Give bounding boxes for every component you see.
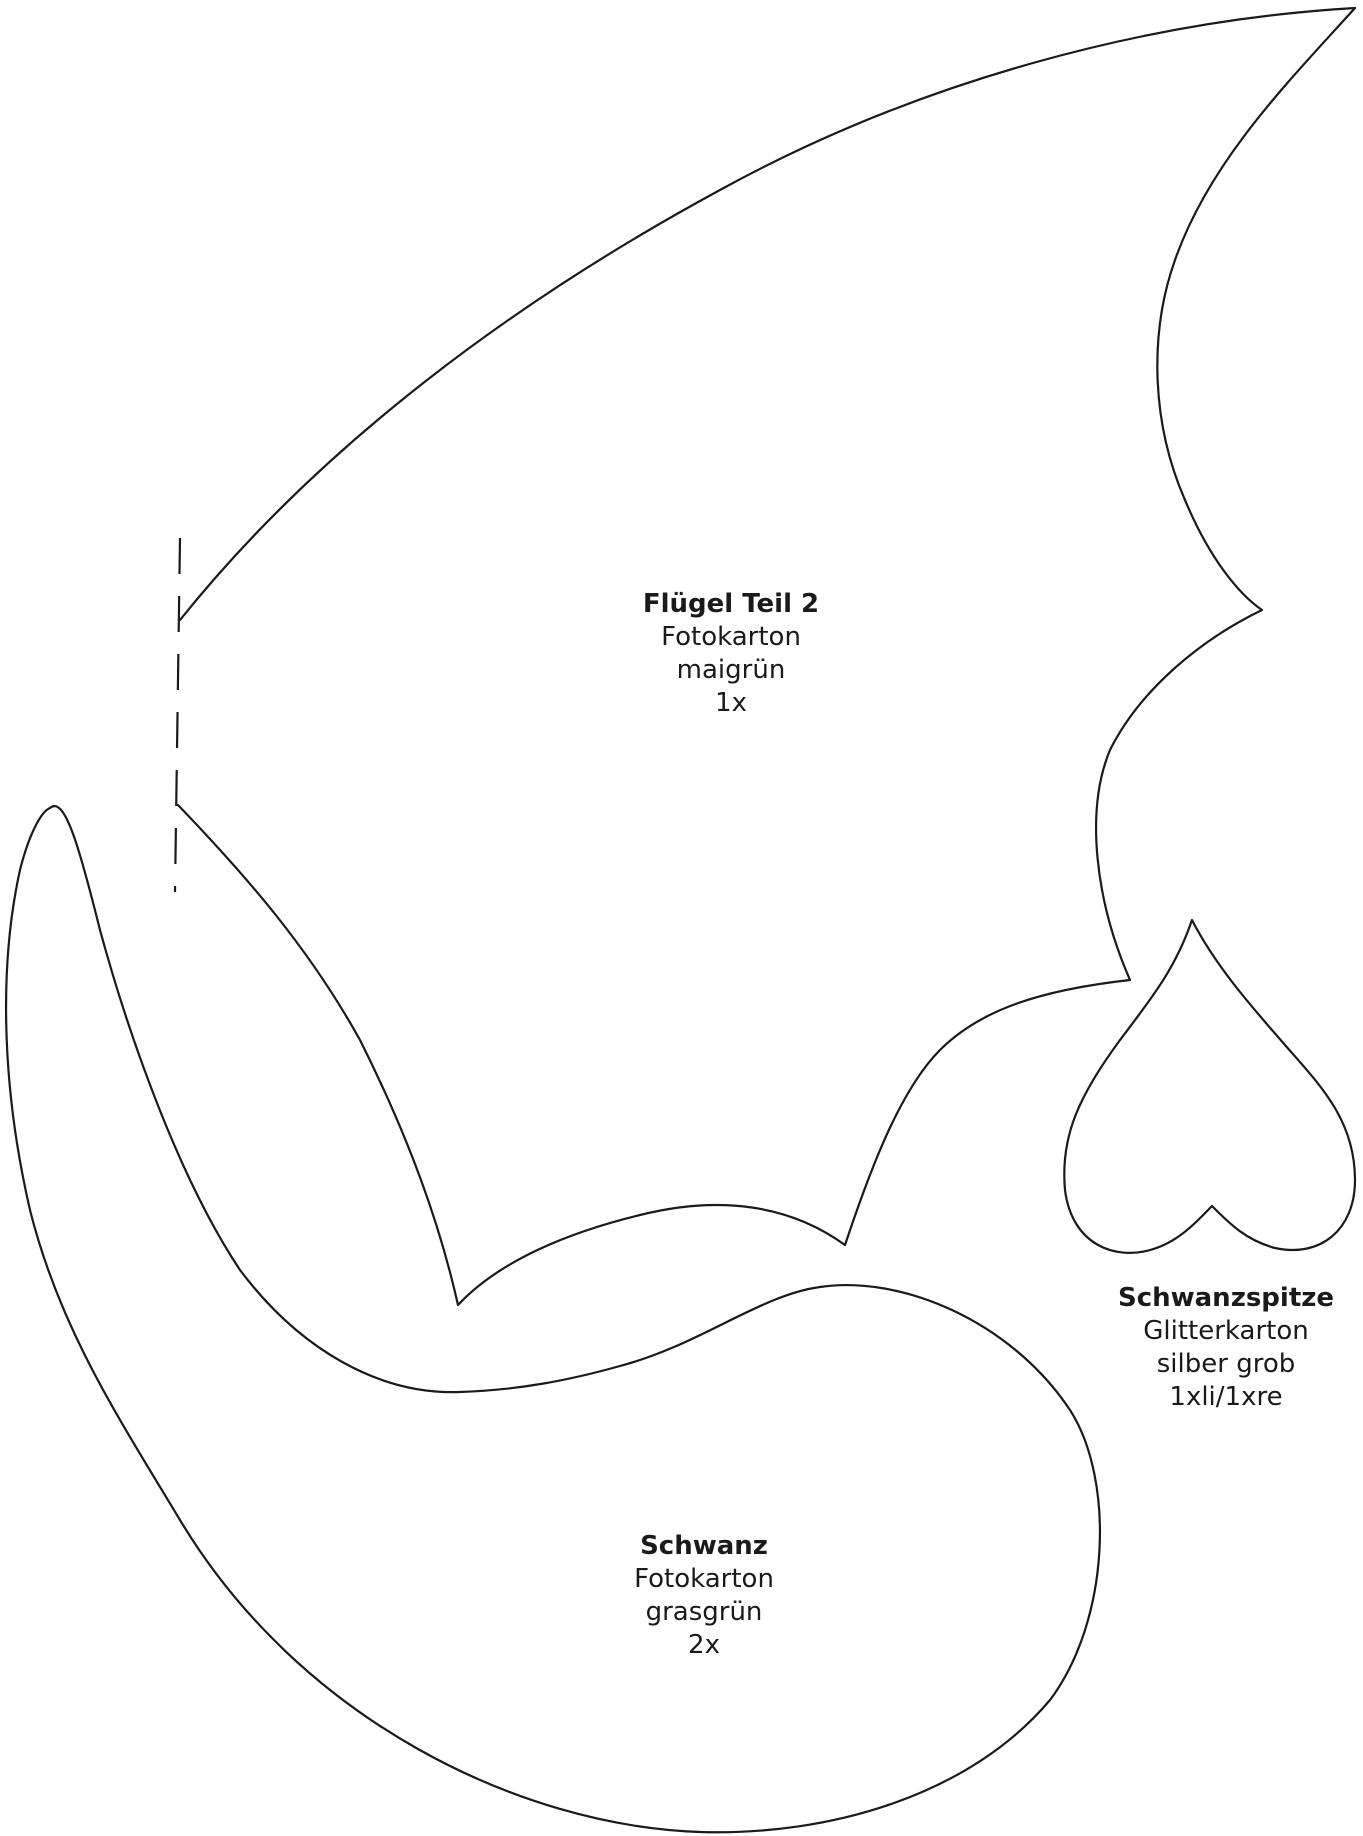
wing-name: Flügel Teil 2	[642, 589, 820, 619]
wing-material: Fotokarton	[661, 622, 801, 652]
wing-fold-line	[173, 537, 182, 893]
tail-tip-name: Schwanzspitze	[1117, 1283, 1335, 1313]
tail-tip-quantity: 1xli/1xre	[1169, 1382, 1283, 1412]
wing-color: maigrün	[676, 655, 786, 685]
tail-name: Schwanz	[640, 1531, 768, 1561]
tail-outline	[5, 805, 1102, 1834]
wing-label: Flügel Teil 2 Fotokarton maigrün 1x	[643, 588, 819, 720]
tail-color: grasgrün	[645, 1597, 763, 1627]
wing-outline	[176, 6, 1357, 1307]
tail-material: Fotokarton	[634, 1564, 774, 1594]
tail-tip-outline	[1063, 918, 1357, 1254]
tail-label: Schwanz Fotokarton grasgrün 2x	[634, 1530, 774, 1662]
tail-quantity: 2x	[688, 1630, 720, 1660]
tail-tip-label: Schwanzspitze Glitterkarton silber grob …	[1118, 1282, 1334, 1414]
tail-tip-material: Glitterkarton	[1143, 1316, 1309, 1346]
wing-quantity: 1x	[715, 688, 747, 718]
tail-tip-color: silber grob	[1156, 1349, 1296, 1379]
